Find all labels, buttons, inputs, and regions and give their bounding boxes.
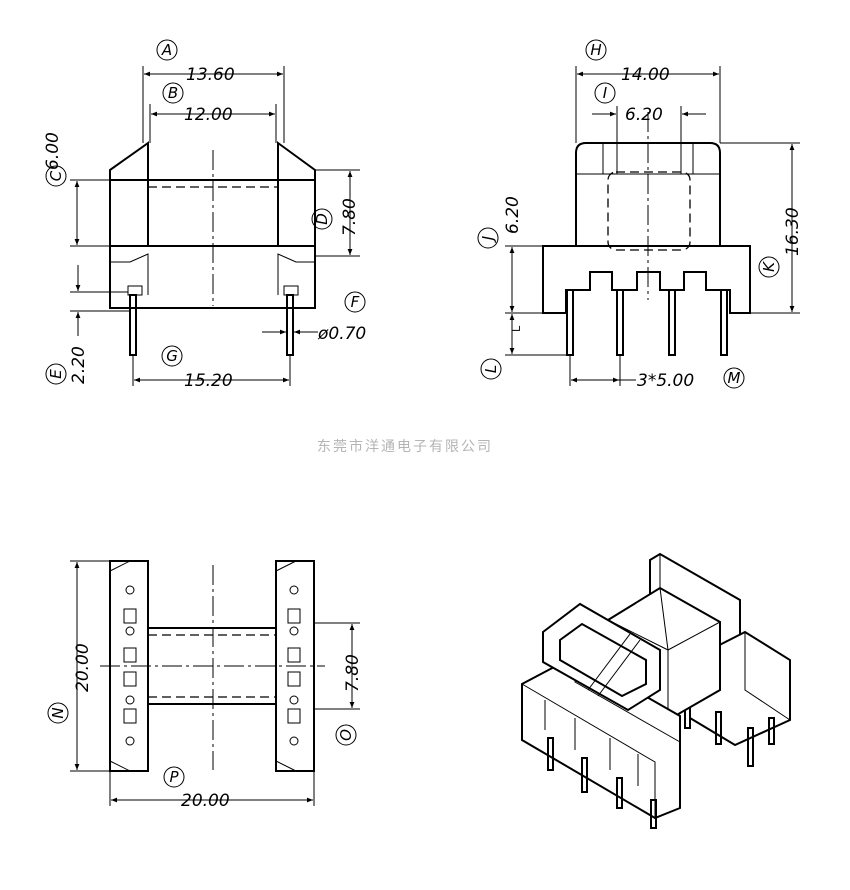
dim-d-value: 7.80 (340, 198, 360, 236)
label-a: A (161, 41, 172, 59)
front-view: 13.60 A 12.00 B 6.00 C 7.80 D 2.20 E (43, 39, 366, 391)
side-view: 14.00 H 6.20 I 6.20 J 16.30 K L L (477, 39, 803, 391)
label-k: K (760, 261, 778, 272)
dim-e-value: 2.20 (69, 346, 89, 384)
dim-h-value: 14.00 (621, 65, 670, 85)
dim-l-value: L (510, 325, 523, 332)
dim-f-value: ø0.70 (317, 324, 366, 344)
dim-a-value: 13.60 (186, 65, 235, 85)
dim-n-value: 20.00 (73, 643, 93, 692)
label-h: H (590, 41, 601, 59)
label-d: D (313, 213, 331, 225)
isometric-view (521, 552, 791, 829)
label-l: L (482, 365, 500, 373)
label-c: C (47, 170, 65, 181)
label-e: E (47, 369, 65, 379)
label-j: J (479, 236, 497, 243)
dim-b-value: 12.00 (184, 105, 233, 125)
dim-i-value: 6.20 (625, 105, 663, 125)
dim-k-value: 16.30 (783, 207, 803, 256)
label-n: N (49, 707, 67, 718)
label-i: I (603, 84, 608, 102)
label-p: P (169, 768, 179, 786)
dim-c-value: 6.00 (43, 132, 63, 170)
label-f: F (351, 293, 360, 311)
top-view: 20.00 N 7.80 O 20.00 P (47, 560, 363, 811)
label-m: M (728, 369, 741, 387)
dim-g-value: 15.20 (184, 371, 233, 391)
dim-o-value: 7.80 (343, 654, 363, 692)
label-b: B (168, 84, 178, 102)
dim-m-value: 3*5.00 (637, 371, 694, 391)
company-watermark: 东莞市洋通电子有限公司 (317, 438, 493, 455)
label-g: G (166, 347, 178, 365)
dim-j-value: 6.20 (503, 196, 523, 234)
dim-p-value: 20.00 (181, 791, 230, 811)
label-o: O (337, 729, 355, 741)
